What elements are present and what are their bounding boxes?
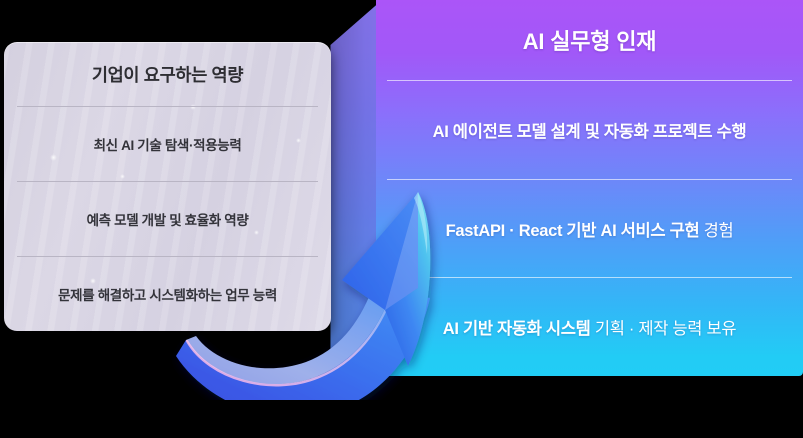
- right-panel: AI 실무형 인재 AI 에이전트 모델 설계 및 자동화 프로젝트 수행 Fa…: [326, 0, 803, 380]
- left-card-row-1: 최신 AI 기술 탐색·적용능력: [4, 107, 331, 181]
- right-panel-row-1-bold: AI 에이전트 모델 설계 및 자동화 프로젝트 수행: [432, 122, 747, 141]
- left-card-divider-1: [17, 106, 318, 107]
- right-panel-row-3-light: 기획 · 제작 능력 보유: [590, 320, 737, 339]
- right-panel-row-1: AI 에이전트 모델 설계 및 자동화 프로젝트 수행: [376, 81, 803, 179]
- right-panel-content: AI 실무형 인재 AI 에이전트 모델 설계 및 자동화 프로젝트 수행 Fa…: [376, 0, 803, 376]
- panel-3d-side-shading: [330, 0, 382, 374]
- right-panel-title-row: AI 실무형 인재: [376, 0, 803, 80]
- right-panel-row-2-text: FastAPI · React 기반 AI 서비스 구현 경험: [446, 217, 734, 241]
- left-card-row-2-text: 예측 모델 개발 및 효율화 역량: [86, 213, 249, 228]
- left-card-title-row: 기업이 요구하는 역량: [4, 42, 331, 106]
- right-panel-divider-2: [387, 178, 792, 180]
- right-panel-title: AI 실무형 인재: [522, 29, 657, 54]
- panel-front-face: [376, 0, 803, 376]
- left-card-divider-2: [17, 181, 318, 182]
- left-card-row-2: 예측 모델 개발 및 효율화 역량: [4, 182, 331, 256]
- right-panel-row-2: FastAPI · React 기반 AI 서비스 구현 경험: [376, 180, 803, 278]
- left-card-divider-3: [17, 256, 318, 257]
- right-panel-row-3-bold: AI 기반 자동화 시스템: [442, 320, 591, 339]
- left-card-title: 기업이 요구하는 역량: [91, 64, 244, 85]
- left-card-row-3: 문제를 해결하고 시스템화하는 업무 능력: [4, 257, 331, 331]
- right-panel-row-1-text: AI 에이전트 모델 설계 및 자동화 프로젝트 수행: [433, 118, 747, 142]
- left-card-row-1-text: 최신 AI 기술 탐색·적용능력: [93, 138, 242, 153]
- left-card-row-3-text: 문제를 해결하고 시스템화하는 업무 능력: [58, 288, 277, 303]
- right-panel-row-3: AI 기반 자동화 시스템 기획 · 제작 능력 보유: [376, 278, 803, 376]
- right-panel-divider-3: [387, 277, 792, 279]
- left-card: 기업이 요구하는 역량 최신 AI 기술 탐색·적용능력 예측 모델 개발 및 …: [4, 42, 331, 331]
- right-panel-row-2-light: 경험: [699, 221, 734, 240]
- right-panel-row-2-bold: FastAPI · React 기반 AI 서비스 구현: [445, 221, 700, 240]
- right-panel-divider-1: [387, 80, 792, 81]
- left-card-content: 기업이 요구하는 역량 최신 AI 기술 탐색·적용능력 예측 모델 개발 및 …: [4, 42, 331, 331]
- right-panel-row-3-text: AI 기반 자동화 시스템 기획 · 제작 능력 보유: [442, 315, 737, 339]
